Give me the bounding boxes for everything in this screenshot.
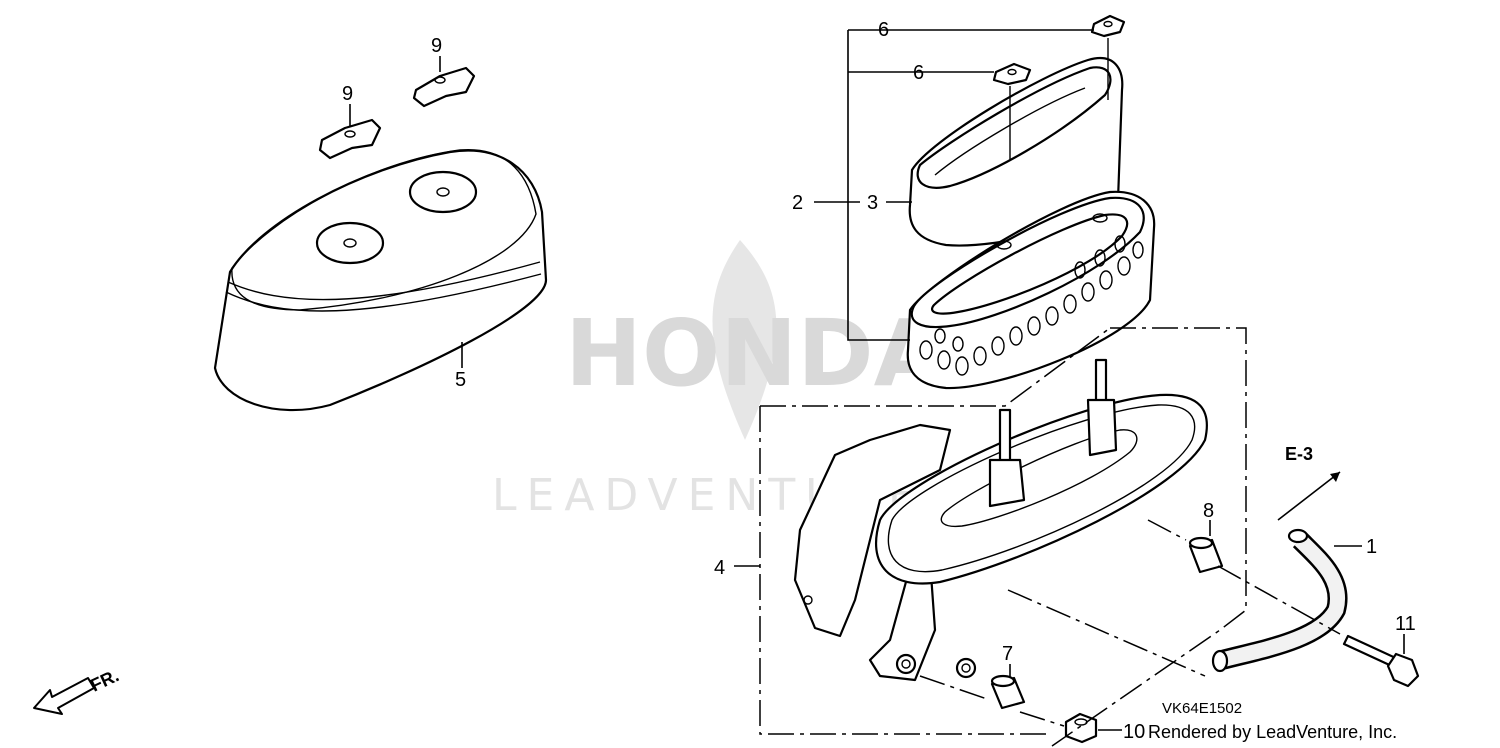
air-cleaner-cover <box>213 149 548 412</box>
credit-text: Rendered by LeadVenture, Inc. <box>1148 722 1397 742</box>
honda-watermark: HONDA <box>565 300 945 407</box>
collar-7 <box>990 674 1026 710</box>
callout-10: 10 <box>1123 721 1145 743</box>
callout-2: 2 <box>792 192 803 214</box>
front-direction-indicator: FR. <box>33 665 122 715</box>
front-arrow-icon <box>33 677 95 715</box>
callout-9-right: 9 <box>431 35 442 57</box>
callout-1: 1 <box>1366 536 1377 558</box>
reference-label: E-3 <box>1285 444 1313 464</box>
diagram-code: VK64E1502 <box>1162 700 1242 717</box>
front-direction-label: FR. <box>87 665 122 695</box>
callout-5: 5 <box>455 369 466 391</box>
paper-element <box>906 190 1156 390</box>
collar-8 <box>1188 536 1224 574</box>
grommet-top <box>1090 14 1126 38</box>
breather-tube <box>1211 528 1348 673</box>
callout-11: 11 <box>1395 613 1416 635</box>
wing-nut-right <box>412 66 476 108</box>
flange-bolt <box>1342 634 1420 688</box>
callout-7: 7 <box>1002 643 1013 665</box>
foam-element <box>908 57 1124 247</box>
wing-nut-left <box>318 118 382 160</box>
callout-3: 3 <box>867 192 878 214</box>
callout-8: 8 <box>1203 500 1214 522</box>
callout-labels: 6 6 2 3 4 5 9 9 7 8 1 11 10 <box>342 19 1416 743</box>
wing-logo-watermark <box>712 240 777 440</box>
watermark: HONDA LEADVENTURE <box>492 240 945 521</box>
callout-6-lower: 6 <box>913 62 924 84</box>
air-cleaner-case <box>793 358 1208 682</box>
callout-leaders <box>349 29 1405 678</box>
callout-6-upper: 6 <box>878 19 889 41</box>
grommet-lower <box>992 62 1032 86</box>
callout-9-left: 9 <box>342 83 353 105</box>
callout-4: 4 <box>714 557 725 579</box>
